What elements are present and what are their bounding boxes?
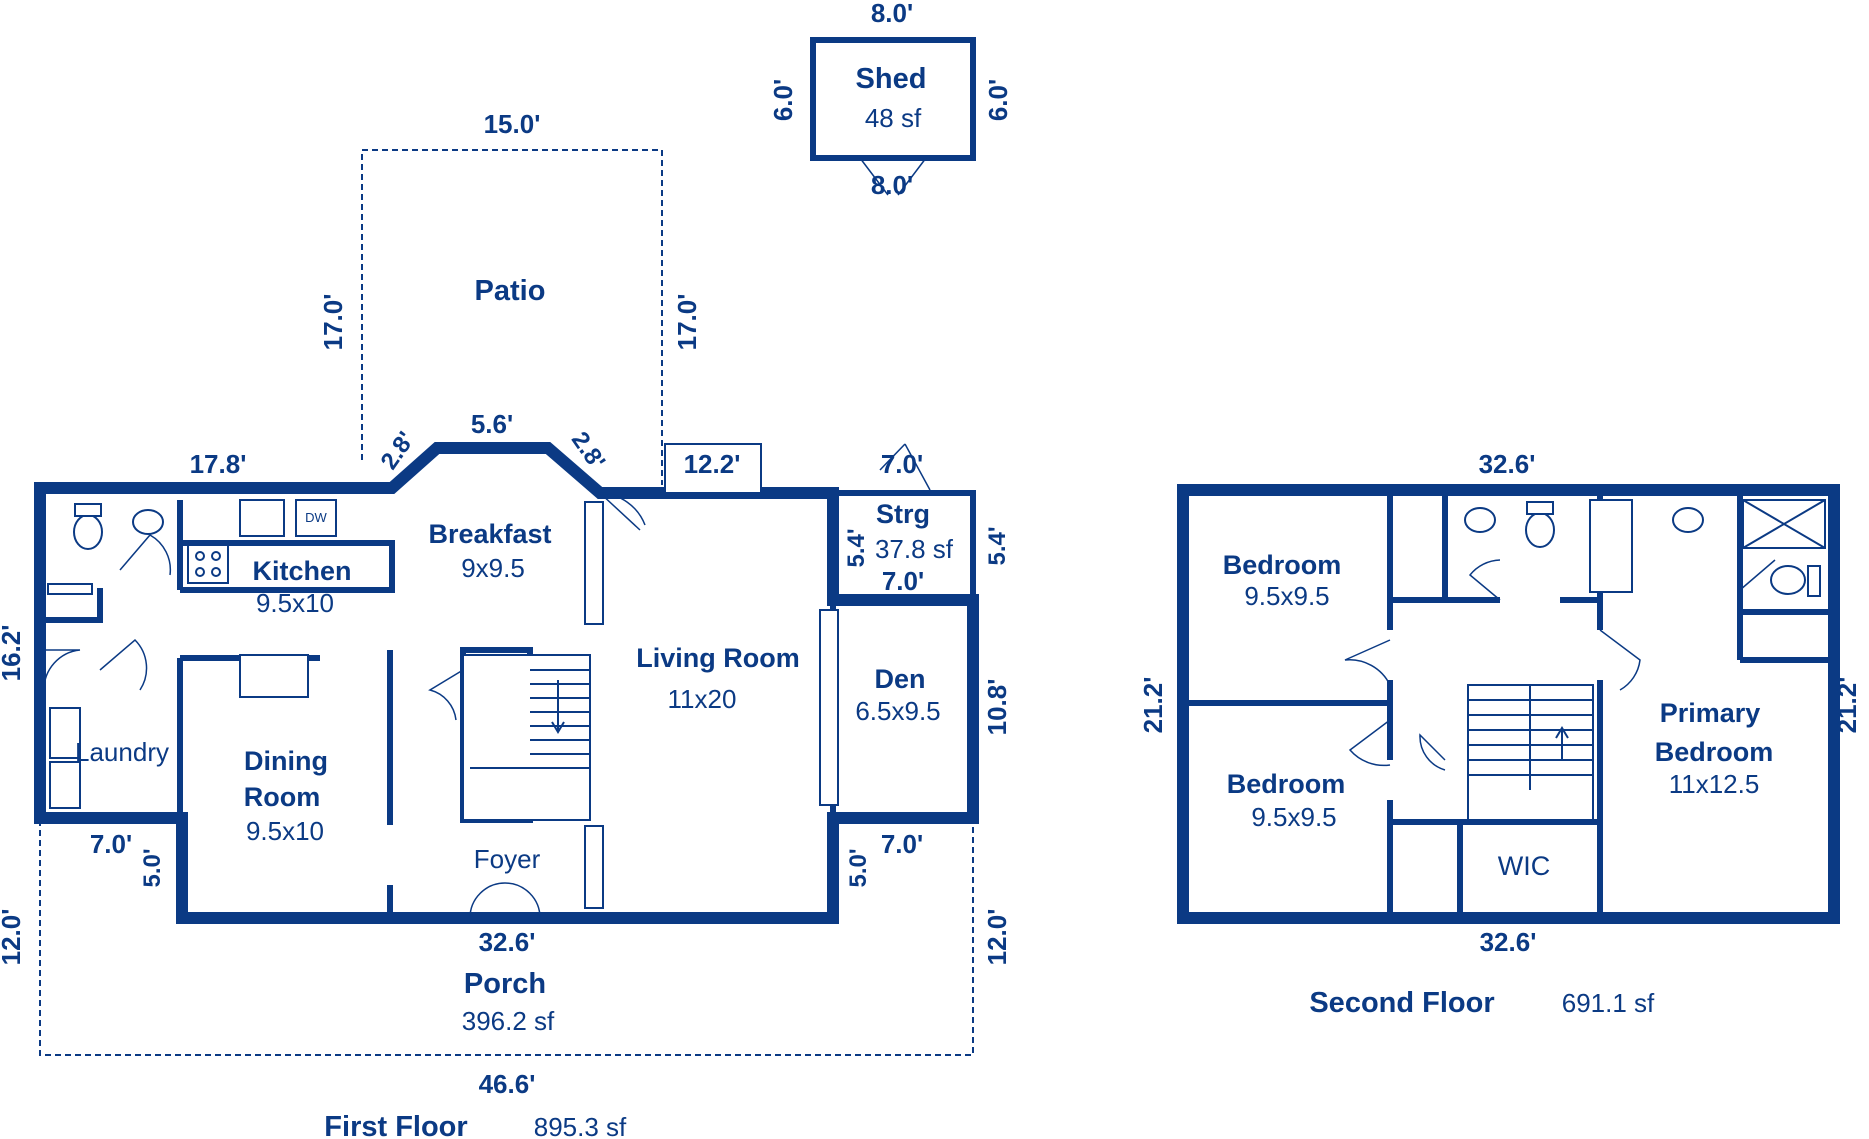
patio-label: Patio — [475, 275, 546, 307]
second-dim-left: 21.2' — [1138, 677, 1168, 734]
foyer-slider — [584, 825, 604, 909]
dim-porch-right: 12.0' — [982, 909, 1012, 966]
dim-patio-top: 15.0' — [484, 109, 541, 139]
porch-label: Porch — [464, 968, 546, 1000]
breakfast-label: Breakfast — [428, 519, 551, 549]
storage-wall — [833, 490, 976, 600]
dim-den-right: 10.8' — [982, 679, 1012, 736]
kitchen-counter-wall — [180, 540, 395, 593]
dim-porch-bottom: 46.6' — [479, 1069, 536, 1099]
dim-bottom-left-step: 7.0' — [90, 829, 132, 859]
second-dim-top: 32.6' — [1479, 449, 1536, 479]
second-floor-bath-fixtures — [1464, 499, 1826, 597]
den-size: 6.5x9.5 — [855, 696, 940, 726]
dim-left-side: 16.2' — [0, 625, 26, 682]
shed-door — [859, 157, 927, 196]
dim-bottom-left-step-v: 5.0' — [139, 848, 166, 887]
bathtub — [1589, 499, 1633, 593]
first-floor-area: 895.3 sf — [534, 1112, 627, 1139]
second-floor-stairs — [1467, 684, 1594, 821]
primary-bedroom-label-2: Bedroom — [1655, 737, 1774, 767]
dim-porch-left: 12.0' — [0, 909, 26, 966]
dryer — [49, 761, 81, 809]
laundry-fixtures — [49, 707, 81, 809]
shed-wall — [810, 37, 976, 161]
first-floor-exterior-wall — [34, 442, 979, 924]
half-bath-fixtures — [47, 503, 164, 595]
kitchen-size: 9.5x10 — [256, 588, 334, 618]
first-floor: DW Patio Breakfast 9x9.5 Ki — [0, 109, 1012, 1139]
shed: Shed 48 sf 8.0' 8.0' 6.0' 6.0' — [768, 0, 1013, 200]
closet-wall — [40, 588, 103, 623]
dishwasher — [295, 499, 337, 537]
first-floor-stairs — [462, 654, 591, 821]
dining-room-label-1: Dining — [244, 746, 328, 776]
primary-bedroom-label-1: Primary — [1660, 698, 1761, 728]
kitchen-island-sink — [239, 654, 309, 698]
dim-strg-left: 5.4' — [843, 528, 870, 567]
shed-dim-top: 8.0' — [871, 0, 913, 28]
storage-label: Strg — [876, 499, 930, 529]
dishwasher-label: DW — [305, 510, 327, 525]
den-label: Den — [874, 664, 925, 694]
stove — [187, 544, 229, 584]
second-floor-title: Second Floor — [1309, 987, 1494, 1019]
dim-strg-top: 7.0' — [881, 449, 923, 479]
kitchen-label: Kitchen — [252, 556, 351, 586]
first-floor-title: First Floor — [324, 1111, 467, 1139]
dim-top-left: 17.8' — [190, 449, 247, 479]
shed-dim-bottom: 8.0' — [871, 170, 913, 200]
second-dim-right: 21.2' — [1832, 677, 1862, 734]
dim-bottom-right-step-v: 5.0' — [845, 848, 872, 887]
shed-dim-left: 6.0' — [768, 79, 798, 121]
breakfast-size: 9x9.5 — [461, 553, 525, 583]
primary-closet-wall — [1740, 609, 1834, 663]
shed-label: Shed — [856, 63, 927, 95]
bedroom-top-size: 9.5x9.5 — [1244, 581, 1329, 611]
wic-label: WIC — [1498, 851, 1550, 881]
shed-dim-right: 6.0' — [983, 79, 1013, 121]
second-floor: Bedroom 9.5x9.5 Bedroom 9.5x9.5 Primary … — [1138, 449, 1862, 1019]
dim-patio-left: 17.0' — [318, 294, 348, 351]
den-slider — [819, 609, 839, 806]
fireplace — [664, 443, 762, 494]
dim-strg-bottom: 7.0' — [882, 566, 924, 596]
dining-room-size: 9.5x10 — [246, 816, 324, 846]
second-dim-bottom: 32.6' — [1480, 927, 1537, 957]
second-floor-area: 691.1 sf — [1562, 988, 1655, 1018]
dim-bay-top: 5.6' — [471, 409, 513, 439]
first-floor-doors — [40, 443, 931, 919]
patio-outline — [361, 149, 663, 485]
dining-room-label-2: Room — [244, 782, 321, 812]
laundry-label: Laundry — [75, 737, 169, 767]
bedroom-top-label: Bedroom — [1223, 550, 1342, 580]
porch-size: 396.2 sf — [462, 1006, 555, 1036]
living-room-size: 11x20 — [668, 684, 737, 714]
foyer-label: Foyer — [474, 844, 541, 874]
shed-area: 48 sf — [865, 103, 922, 133]
closet-top — [1390, 490, 1448, 603]
breakfast-slider — [584, 501, 604, 625]
porch-outline — [39, 818, 974, 1056]
bedroom-bottom-label: Bedroom — [1227, 769, 1346, 799]
bedroom-bottom-size: 9.5x9.5 — [1251, 802, 1336, 832]
washer — [49, 707, 81, 759]
kitchen-fixtures: DW — [187, 499, 337, 698]
kitchen-sink — [239, 499, 285, 537]
second-floor-doors — [1344, 559, 1776, 771]
dim-top-middle: 12.2' — [684, 449, 741, 479]
dim-bottom-right-step: 7.0' — [881, 829, 923, 859]
storage-size: 37.8 sf — [875, 534, 954, 564]
living-room-label: Living Room — [636, 643, 800, 673]
bath-wall — [1445, 490, 1603, 603]
dim-strg-right: 5.4' — [984, 526, 1011, 565]
dim-patio-right: 17.0' — [672, 294, 702, 351]
dim-bottom: 32.6' — [479, 927, 536, 957]
primary-bedroom-size: 11x12.5 — [1669, 769, 1760, 799]
closet-bottom — [1390, 819, 1463, 918]
stair-wall — [1460, 680, 1603, 825]
